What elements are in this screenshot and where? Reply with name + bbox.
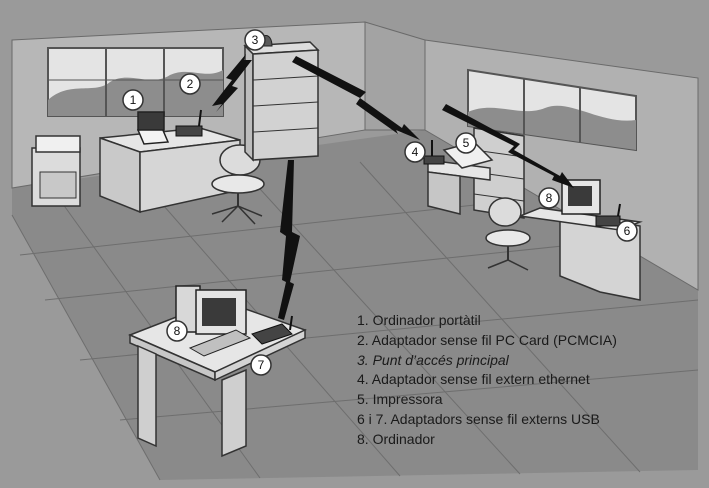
pc-card-adapter xyxy=(175,109,203,137)
legend-item: 1. Ordinador portàtil xyxy=(357,312,481,328)
svg-text:5: 5 xyxy=(463,136,470,150)
svg-text:7: 7 xyxy=(258,358,265,372)
link-ethernet-computer xyxy=(442,104,574,188)
callout-6: 6 xyxy=(616,220,638,242)
desk-left xyxy=(99,127,241,214)
floor-grid xyxy=(11,161,699,481)
callout-7: 7 xyxy=(250,354,272,376)
chair-right xyxy=(485,197,531,271)
computer-front xyxy=(175,285,293,357)
svg-text:8: 8 xyxy=(546,191,553,205)
callout-3: 3 xyxy=(244,29,266,51)
legend-list: 1. Ordinador portàtil 2. Adaptador sense… xyxy=(357,311,617,450)
window-right xyxy=(467,68,637,152)
legend-item: 3. Punt d’accés principal xyxy=(357,351,509,368)
legend-item: 6 i 7. Adaptadors sense fil externs USB xyxy=(357,410,600,427)
callout-8-front: 8 xyxy=(166,320,188,342)
svg-text:1: 1 xyxy=(130,93,137,107)
ethernet-adapter xyxy=(423,140,445,165)
legend-item: 8. Ordinador xyxy=(357,430,435,447)
desk-front xyxy=(128,299,307,458)
legend-item: 4. Adaptador sense fil extern ethernet xyxy=(357,371,590,388)
link-ap-ethernet xyxy=(292,56,420,140)
callout-2: 2 xyxy=(179,73,201,95)
svg-text:4: 4 xyxy=(412,145,419,159)
wireless-links xyxy=(212,54,574,320)
callout-1: 1 xyxy=(122,89,144,111)
callout-4: 4 xyxy=(404,141,426,163)
bookshelf xyxy=(243,35,320,162)
svg-text:3: 3 xyxy=(252,33,259,47)
callout-5: 5 xyxy=(455,132,477,154)
laptop xyxy=(136,111,170,145)
callout-8-right: 8 xyxy=(538,187,560,209)
printer-left xyxy=(31,135,81,207)
legend-item: 5. Impressora xyxy=(357,391,443,408)
svg-text:6: 6 xyxy=(624,224,631,238)
legend-item: 2. Adaptador sense fil PC Card (PCMCIA) xyxy=(357,331,617,348)
link-laptop-ap xyxy=(212,54,252,112)
svg-text:2: 2 xyxy=(187,77,194,91)
svg-text:8: 8 xyxy=(174,324,181,338)
link-ap-front xyxy=(278,160,300,320)
wall-recess xyxy=(364,21,426,131)
